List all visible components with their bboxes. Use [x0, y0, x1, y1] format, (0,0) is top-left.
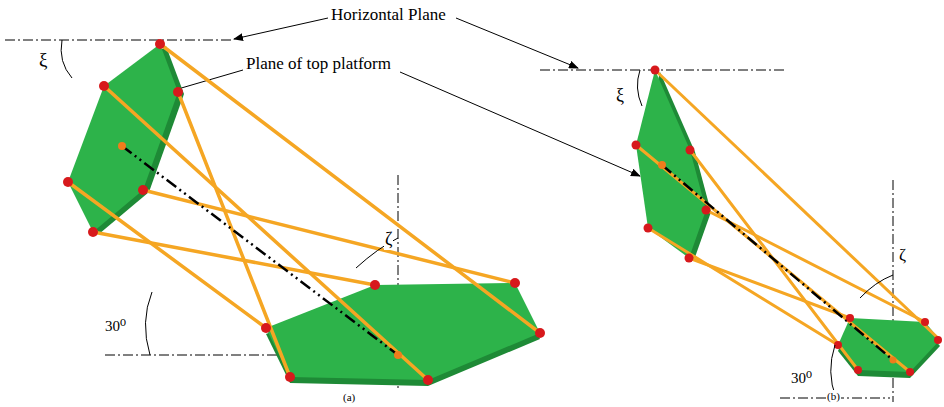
angle-value: 30⁰ — [790, 370, 813, 387]
plane-label: Plane of top platform — [245, 55, 392, 74]
angle-symbol: ζ — [384, 230, 393, 250]
angle-symbol: ξ — [615, 86, 625, 106]
subfigure-label: (b) — [826, 390, 841, 402]
subfigure-label: (a) — [342, 391, 356, 403]
angle-symbol: ζ — [898, 246, 907, 265]
angle-symbol: ξ — [38, 50, 48, 71]
plane-label: Horizontal Plane — [330, 6, 447, 25]
angle-value: 30⁰ — [104, 318, 127, 335]
